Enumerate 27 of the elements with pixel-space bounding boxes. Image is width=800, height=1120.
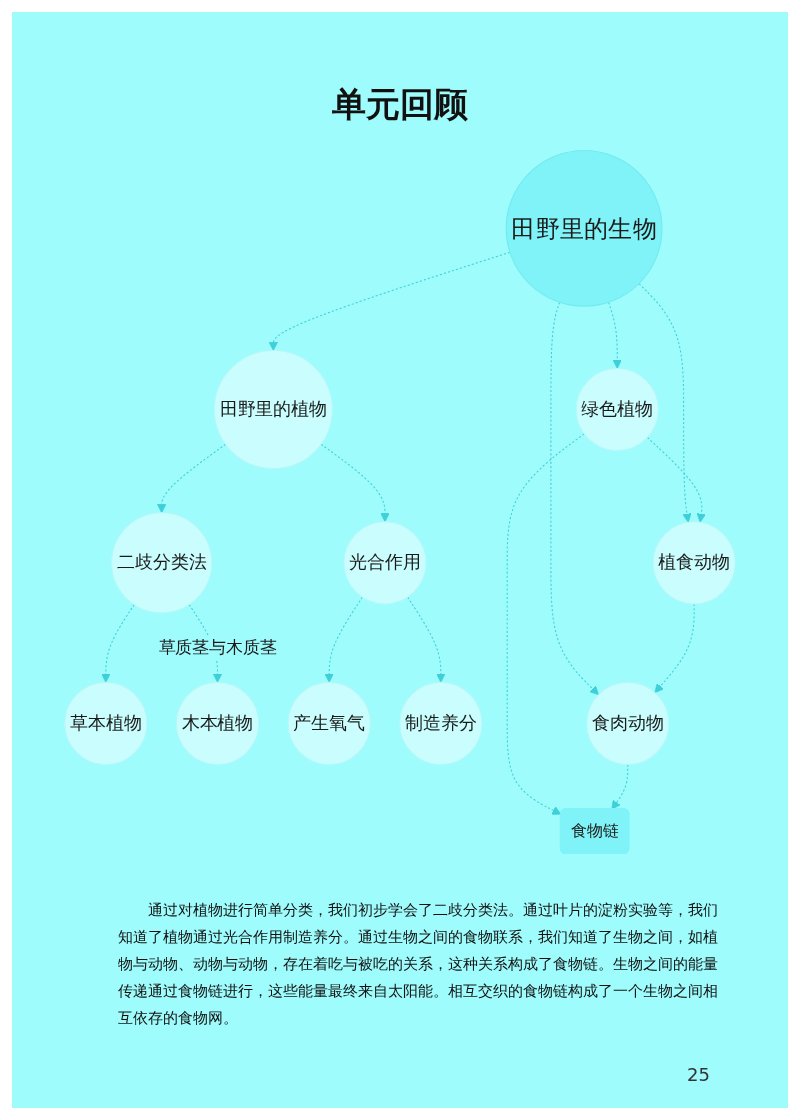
node-circle: 木本植物 <box>175 681 260 766</box>
edge-label: 草质茎与木质茎 <box>158 637 277 658</box>
node-circle: 绿色植物 <box>575 367 659 452</box>
node-circle: 植食动物 <box>652 521 736 605</box>
arrow <box>638 283 692 523</box>
arrow <box>550 301 599 696</box>
node-circle: 二歧分类法 <box>111 512 213 614</box>
node-circle: 光合作用 <box>343 521 427 605</box>
summary-paragraph: 通过对植物进行简单分类，我们初步学会了二歧分类法。通过叶片的淀粉实验等，我们知道了植物通过光合作用制造养分。通过生物之间的食物联系，我们知道了生物之间，如植物与动物、动物与动物，存在着吃与被吃的关系，这种关系构成了食物链。生物之间的能量传递通过食物链进行，这些能量最终来自太阳能。相互交织的食物链构成了一个生物之间相互依存的食物网。 <box>118 900 718 1029</box>
page-title: 单元回顾 <box>332 84 468 125</box>
node-circle: 食肉动物 <box>586 681 670 766</box>
arrow <box>506 433 585 815</box>
node-circle: 制造养分 <box>399 681 483 766</box>
arrow <box>646 436 706 523</box>
node-circle: 产生氧气 <box>287 681 371 766</box>
node-circle: 草本植物 <box>64 681 148 766</box>
arrow <box>608 301 622 369</box>
node-circle: 田野里的植物 <box>213 350 333 470</box>
arrow <box>324 596 363 683</box>
arrow <box>407 596 446 683</box>
page-number: 25 <box>687 1064 710 1085</box>
arrow <box>157 443 227 514</box>
arrow <box>654 603 695 693</box>
arrow <box>320 443 390 523</box>
node-circle: 田野里的生物 <box>505 149 663 307</box>
arrow <box>101 604 135 683</box>
arrow <box>611 764 629 810</box>
